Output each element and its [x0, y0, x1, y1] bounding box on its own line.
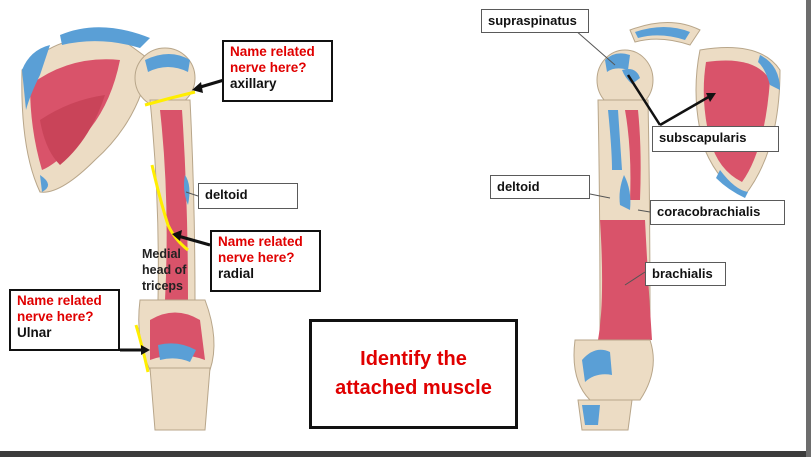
label-line: head of	[142, 263, 187, 277]
identify-prompt-box: Identify the attached muscle	[309, 319, 518, 429]
bottom-border	[0, 451, 811, 457]
nerve-question-box-radial: Name related nerve here? radial	[210, 230, 321, 292]
right-scapula	[629, 22, 781, 198]
left-scapula	[21, 27, 151, 193]
label-line: triceps	[142, 279, 183, 293]
label-brachialis: brachialis	[645, 262, 726, 286]
answer-text: Ulnar	[17, 325, 52, 340]
question-text: nerve here?	[218, 250, 295, 265]
answer-text: axillary	[230, 76, 277, 91]
label-medial-head-triceps: Medial head of triceps	[142, 246, 186, 294]
label-subscapularis: subscapularis	[652, 126, 779, 152]
answer-text: radial	[218, 266, 255, 281]
question-text: Name related	[218, 234, 303, 249]
left-humerus	[134, 47, 215, 431]
nerve-question-box-ulnar: Name related nerve here? Ulnar	[9, 289, 120, 351]
prompt-line: Identify the	[360, 348, 467, 370]
question-text: nerve here?	[17, 309, 94, 324]
right-border	[806, 0, 811, 457]
label-coracobrachialis: coracobrachialis	[650, 200, 785, 225]
prompt-line: attached muscle	[335, 377, 492, 399]
question-text: Name related	[230, 44, 315, 59]
label-line: Medial	[142, 247, 181, 261]
nerve-question-box-axillary: Name related nerve here? axillary	[222, 40, 333, 102]
label-deltoid-right: deltoid	[490, 175, 590, 199]
label-supraspinatus: supraspinatus	[481, 9, 589, 33]
question-text: Name related	[17, 293, 102, 308]
right-humerus	[573, 49, 654, 431]
label-deltoid-left: deltoid	[198, 183, 298, 209]
question-text: nerve here?	[230, 60, 307, 75]
